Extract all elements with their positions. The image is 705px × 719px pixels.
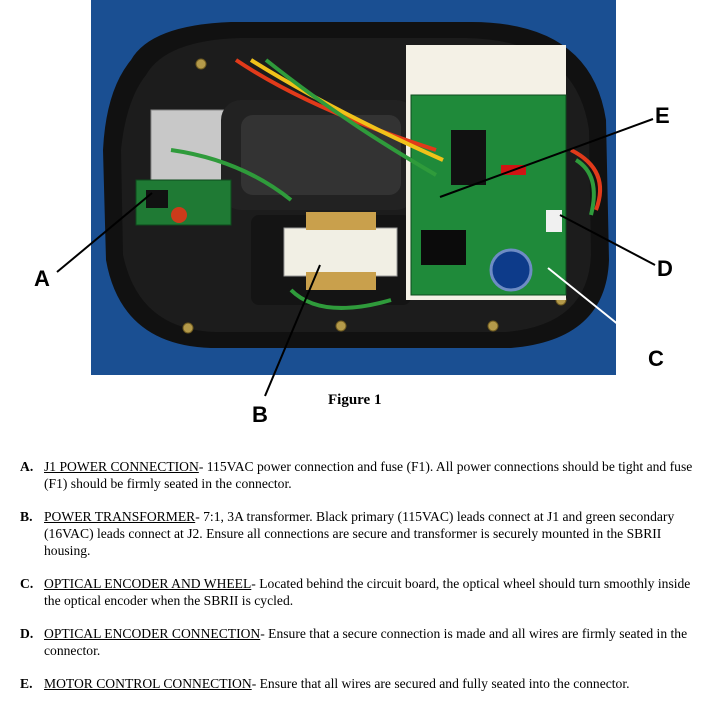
list-item: C. OPTICAL ENCODER AND WHEEL- Located be… [20,575,695,609]
item-letter: E. [20,676,33,691]
item-body: POWER TRANSFORMER- 7:1, 3A transformer. … [44,508,695,559]
item-letter: A. [20,459,34,474]
item-term: MOTOR CONTROL CONNECTION [44,676,252,691]
item-body: J1 POWER CONNECTION- 115VAC power connec… [44,458,695,492]
callout-c: C [648,346,664,371]
photo-illustration [91,0,616,375]
item-term: OPTICAL ENCODER CONNECTION [44,626,261,641]
item-letter: C. [20,576,34,591]
component-list: A. J1 POWER CONNECTION- 115VAC power con… [20,458,695,708]
item-body: OPTICAL ENCODER CONNECTION- Ensure that … [44,625,695,659]
item-term: OPTICAL ENCODER AND WHEEL [44,576,252,591]
item-body: MOTOR CONTROL CONNECTION- Ensure that al… [44,675,695,692]
item-text: - Located behind the circuit board, the … [44,576,691,608]
callout-a: A [34,266,50,291]
callout-d: D [657,256,673,281]
item-term: POWER TRANSFORMER [44,509,196,524]
item-text: - 7:1, 3A transformer. Black primary (11… [44,509,675,558]
leader-lines [56,118,656,397]
figure-1: A B C D E Figure 1 [34,0,673,427]
list-item: E. MOTOR CONTROL CONNECTION- Ensure that… [20,675,695,692]
item-text: - Ensure that all wires are secured and … [251,676,630,691]
item-text: - Ensure that a secure connection is mad… [44,626,688,658]
callout-b: B [252,402,268,427]
circuit-board-photo [91,0,616,375]
list-item: D. OPTICAL ENCODER CONNECTION- Ensure th… [20,625,695,659]
item-term: J1 POWER CONNECTION [44,459,199,474]
callout-e: E [655,103,670,128]
item-text: - 115VAC power connection and fuse (F1).… [44,459,693,491]
item-letter: D. [20,626,34,641]
item-body: OPTICAL ENCODER AND WHEEL- Located behin… [44,575,695,609]
item-letter: B. [20,509,33,524]
figure-caption: Figure 1 [328,392,382,408]
list-item: A. J1 POWER CONNECTION- 115VAC power con… [20,458,695,492]
list-item: B. POWER TRANSFORMER- 7:1, 3A transforme… [20,508,695,559]
